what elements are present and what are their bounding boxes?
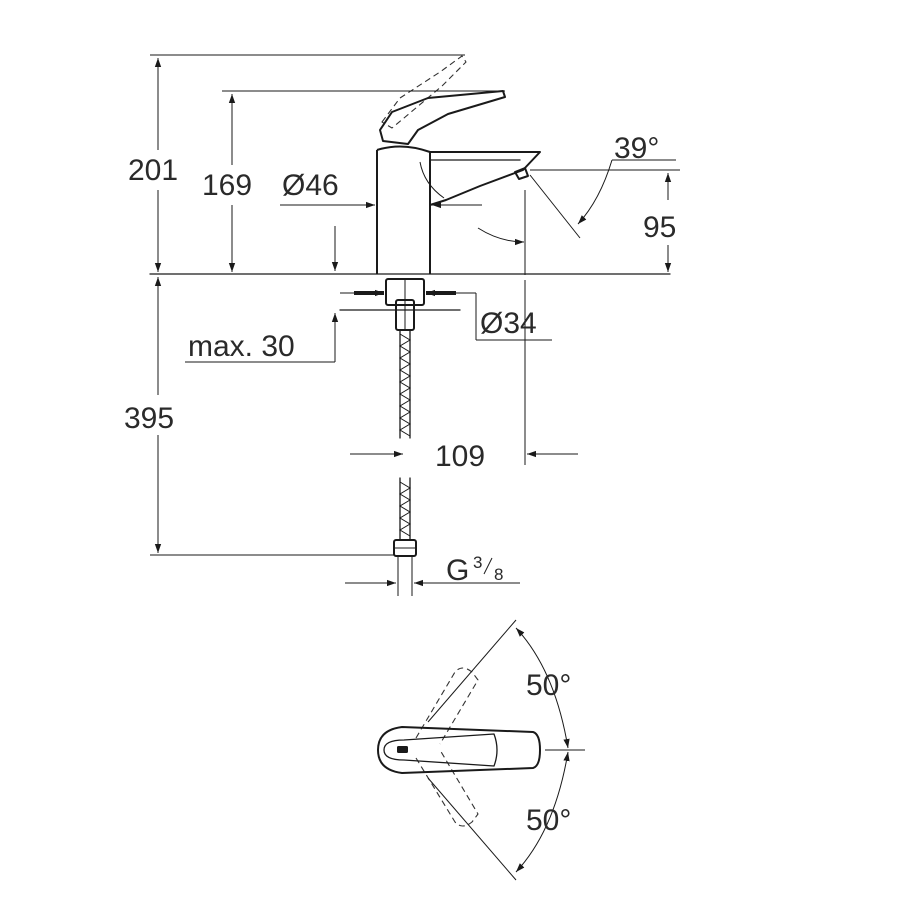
dim-hose-length: 395 [124, 402, 174, 435]
dim-hole-diameter: Ø34 [480, 307, 537, 340]
dim-thread-numerator: 3 [473, 553, 482, 572]
dim-spout-reach: 109 [435, 440, 485, 473]
dim-aerator-height: 95 [643, 211, 676, 244]
dim-spout-angle: 39° [614, 132, 659, 165]
countertop [149, 273, 671, 331]
dim-max-counter-thickness: max. 30 [188, 330, 295, 363]
dim-total-height: 201 [128, 154, 178, 187]
dimension-lines [150, 54, 680, 596]
dim-rotation-bottom: 50° [526, 804, 571, 837]
flexible-hose [393, 329, 417, 557]
dim-rotation-top: 50° [526, 669, 571, 702]
faucet-top-view [377, 619, 585, 881]
dim-thread-letter: G [446, 554, 469, 587]
dim-thread-denominator: 8 [494, 565, 503, 584]
dim-spout-height: 169 [202, 169, 252, 202]
faucet-side-view [376, 55, 541, 274]
dim-body-diameter: Ø46 [282, 169, 339, 202]
